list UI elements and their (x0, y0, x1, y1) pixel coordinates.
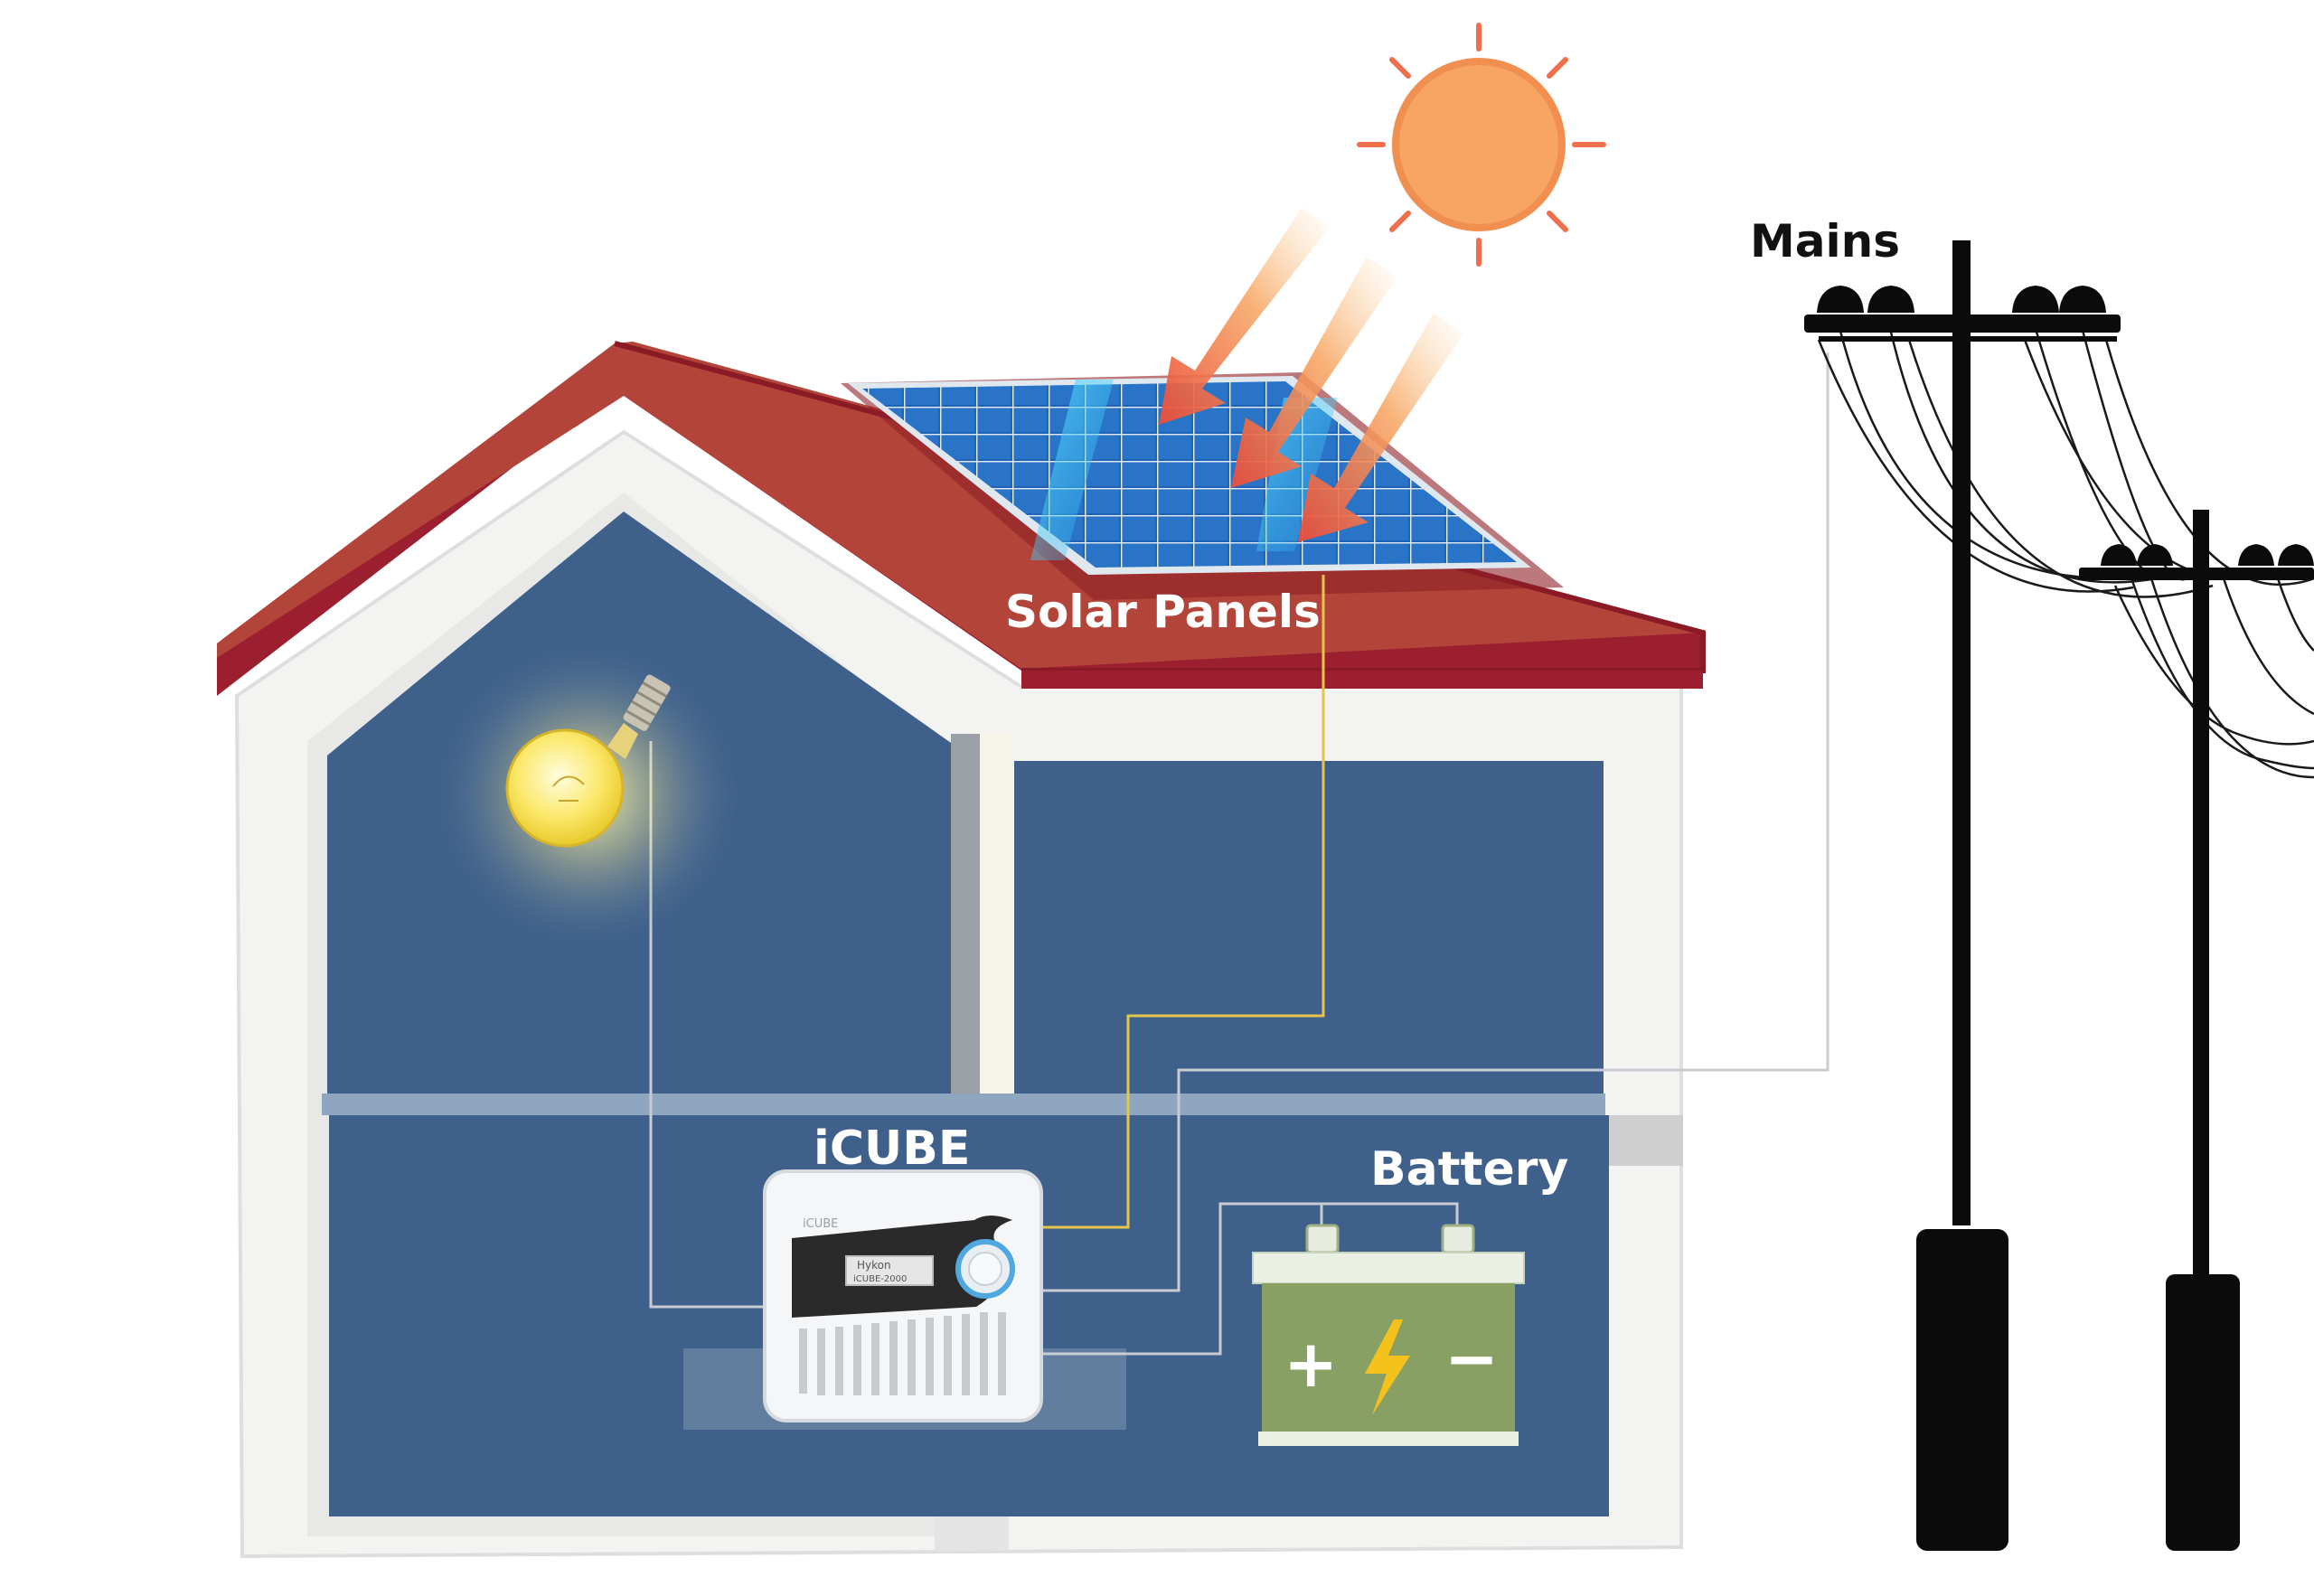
panel-glare (1030, 380, 1114, 560)
room-upper-right (1014, 761, 1604, 1095)
sunlight-arrow (1231, 257, 1397, 488)
solar-wire (1039, 575, 1325, 1229)
battery-wire (1220, 1202, 1459, 1231)
light-bulb (434, 642, 741, 949)
bulb-glass (505, 728, 625, 848)
sun-rim (1392, 58, 1566, 231)
sunlight-arrow (1159, 208, 1331, 425)
floor-slab (322, 1094, 1605, 1115)
partition-shadow (951, 734, 980, 1095)
inverter-display (845, 1255, 934, 1286)
utility-pole-secondary (2079, 510, 2314, 1551)
bulb-neck (607, 723, 638, 759)
battery-label: Battery (1370, 1142, 1569, 1197)
lightning-bolt-icon (1365, 1319, 1410, 1415)
solar-panels-label: Solar Panels (1005, 586, 1321, 638)
battery-terminal-negative (1441, 1224, 1475, 1254)
icube-inverter: iCUBE Hykon iCUBE-2000 (683, 1169, 1126, 1430)
inverter-screen-line1: Hykon (857, 1259, 891, 1272)
bulb-filament (552, 775, 585, 802)
overhead-wires (1817, 315, 2314, 779)
sun-rays (1357, 23, 1606, 267)
battery-lid (1252, 1252, 1525, 1284)
mains-label: Mains (1750, 215, 1900, 268)
power-lines (1804, 240, 2314, 1551)
sunlight-arrow (1298, 313, 1464, 542)
battery-terminal-positive (1305, 1224, 1340, 1254)
inverter-vents (799, 1312, 1006, 1395)
floor-slab-edge (1605, 1115, 1683, 1166)
inverter-brand: iCUBE (803, 1217, 838, 1231)
bulb-socket (623, 674, 671, 731)
pole-base (1916, 1229, 2008, 1551)
pole-base (2166, 1274, 2240, 1551)
wiring (649, 352, 1830, 1356)
battery: + − (1252, 1224, 1525, 1446)
sun-disc (1396, 61, 1562, 228)
sun (1357, 23, 1606, 267)
battery-base (1258, 1432, 1519, 1446)
plus-icon: + (1284, 1326, 1338, 1402)
inverter-screen-line2: iCUBE-2000 (853, 1274, 907, 1284)
insulators (2101, 544, 2314, 566)
insulators (1817, 286, 2106, 313)
sunlight-arrows (1159, 208, 1464, 542)
utility-pole-main (1804, 240, 2121, 1551)
minus-icon: − (1444, 1320, 1499, 1396)
icube-label: iCUBE (814, 1122, 971, 1176)
roof-fascia (1021, 671, 1703, 689)
mains-wire (1039, 352, 1830, 1292)
foundation-step (935, 1516, 1009, 1551)
